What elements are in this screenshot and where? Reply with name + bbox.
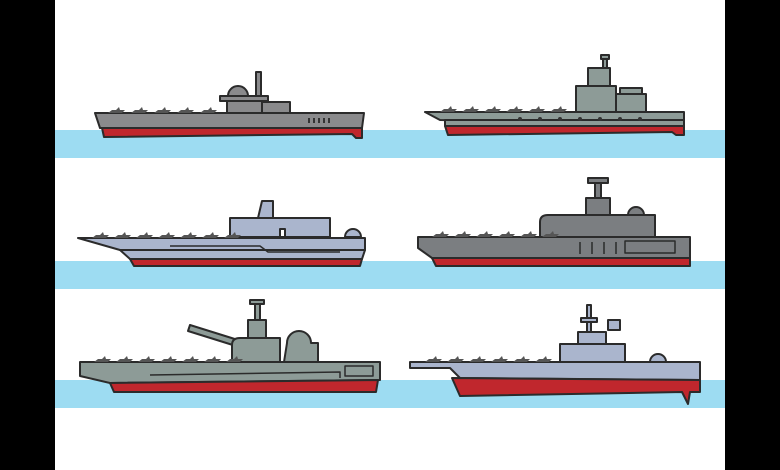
carrier-3: [77, 200, 366, 267]
left-frame-bar: [0, 0, 55, 470]
right-frame-bar: [725, 0, 780, 470]
carrier-1: [94, 71, 365, 139]
carrier-6: [409, 304, 701, 405]
carrier-4: [417, 177, 691, 267]
carrier-5: [79, 299, 381, 393]
carrier-2: [424, 54, 685, 136]
